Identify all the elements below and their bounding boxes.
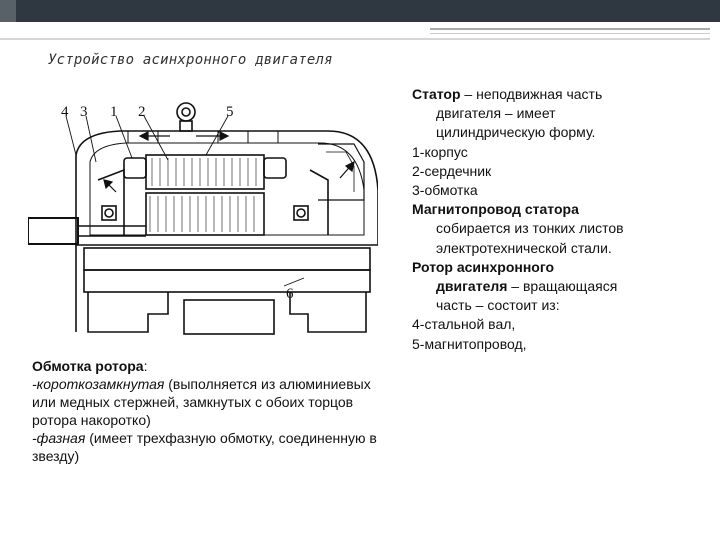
motor-cross-section-drawing [27,102,379,335]
rotor-winding-text: Обмотка ротора: -короткозамкнутая (выпол… [32,357,377,465]
rotor-definition-part-1: – вращающаяся [507,278,618,295]
phase-paragraph: -фазная (имеет трехфазную обмотку, соеди… [32,429,377,465]
rotor-definition-line-2: двигателя – вращающаяся [412,277,712,296]
stator-item-housing: 1-корпус [412,143,468,160]
divider-line [0,38,710,40]
motor-diagram: 4 3 1 2 5 6 [27,100,379,350]
stator-definition-line-2: двигателя – имеет [436,105,556,122]
stator-definition-part-1: – неподвижная часть [460,86,603,102]
magnetic-core-line-1: Магнитопровод статора [412,200,712,219]
diagram-label-1: 1 [110,104,118,120]
short-circuit-description: (выполняется из алюминиевых или медных с… [32,376,371,428]
magnetic-core-line-2: собирается из тонких листов [436,220,624,237]
rotor-winding-heading: Обмотка ротора: [32,357,377,375]
diagram-label-2: 2 [138,104,146,120]
diagram-label-4: 4 [61,104,69,120]
stator-definition-line-3: цилиндрическую форму. [436,124,596,141]
phase-description: (имеет трехфазную обмотку, соединенную в… [32,430,377,464]
slide-title: Устройство асинхронного двигателя [48,52,333,68]
stator-term: Статор [412,86,461,102]
phase-term: -фазная [32,430,86,446]
diagram-label-3: 3 [80,104,88,120]
top-bar-accent [0,0,16,22]
top-bar [0,0,720,22]
rotor-term-part-2: двигателя [436,278,508,295]
definitions-text: Статор – неподвижная часть двигателя – и… [412,85,712,354]
stator-item-core: 2-сердечник [412,162,492,179]
magnetic-core-line-3: электротехнической стали. [436,239,612,256]
short-circuit-paragraph: -короткозамкнутая (выполняется из алюмин… [32,375,377,429]
rotor-winding-heading-colon: : [143,358,148,374]
stator-item-winding: 3-обмотка [412,182,478,199]
rotor-winding-heading-term: Обмотка ротора [32,358,144,374]
stator-definition-line-1: Статор – неподвижная часть [412,85,712,104]
short-circuit-term: -короткозамкнутая [32,376,165,392]
rotor-item-shaft: 4-стальной вал, [412,316,516,333]
magnetic-core-term: Магнитопровод статора [412,201,579,218]
diagram-label-5: 5 [226,104,234,120]
rotor-item-magnetic-core: 5-магнитопровод, [412,335,527,352]
rotor-definition-line-3: часть – состоит из: [436,297,560,314]
divider-line-dark [430,28,710,30]
rotor-definition-line-1: Ротор асинхронного [412,258,712,277]
divider-line-light [430,33,710,34]
diagram-label-6: 6 [286,286,294,302]
rotor-term-part-1: Ротор асинхронного [412,258,555,275]
